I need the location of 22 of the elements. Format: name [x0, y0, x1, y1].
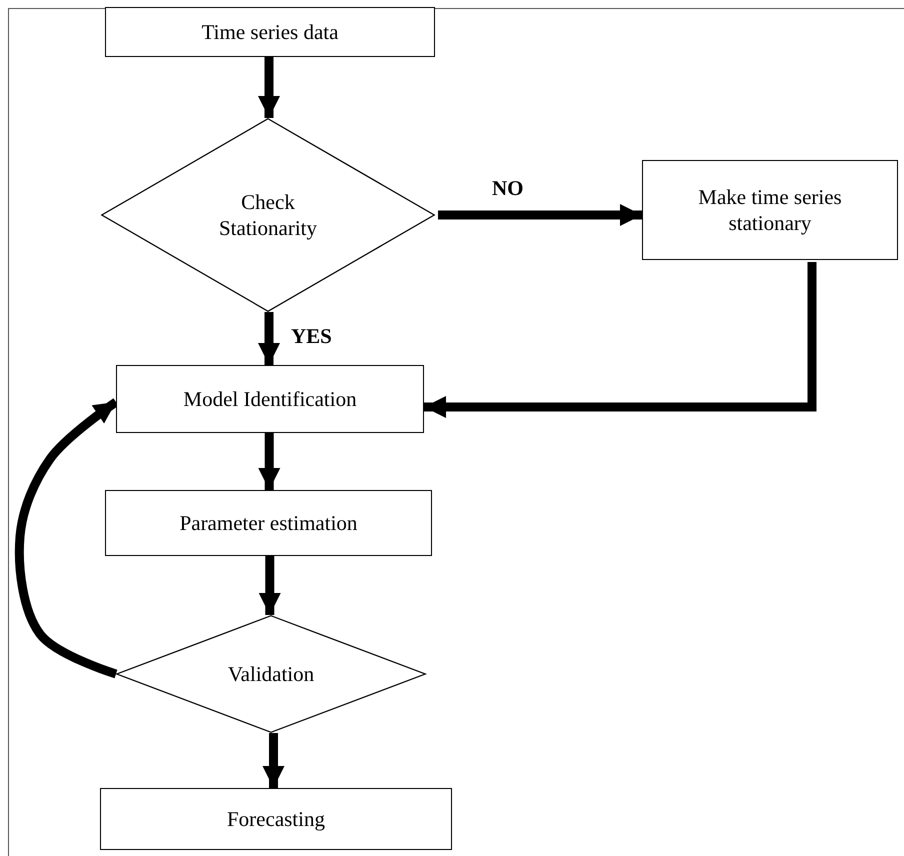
node-label: Parameter estimation [180, 510, 358, 536]
process-box [642, 160, 898, 260]
node-label: Validation [228, 660, 314, 688]
decision-diamond [116, 615, 426, 733]
process-box [105, 7, 435, 57]
arrow [258, 57, 280, 118]
process-box [100, 788, 452, 850]
decision-diamond [101, 118, 435, 312]
arrow [258, 433, 280, 490]
process-box [116, 365, 424, 433]
arrow [424, 262, 816, 418]
arrow [258, 312, 280, 365]
arrow [14, 398, 119, 678]
arrow [438, 204, 642, 226]
arrow [262, 733, 284, 788]
node-label: Forecasting [227, 806, 325, 832]
node-label: Model Identification [183, 386, 357, 412]
node-label: Check Stationarity [218, 188, 318, 242]
process-box [105, 490, 432, 556]
arrow [258, 556, 281, 615]
node-label: Make time series stationary [697, 184, 843, 236]
node-label: Time series data [202, 18, 338, 46]
